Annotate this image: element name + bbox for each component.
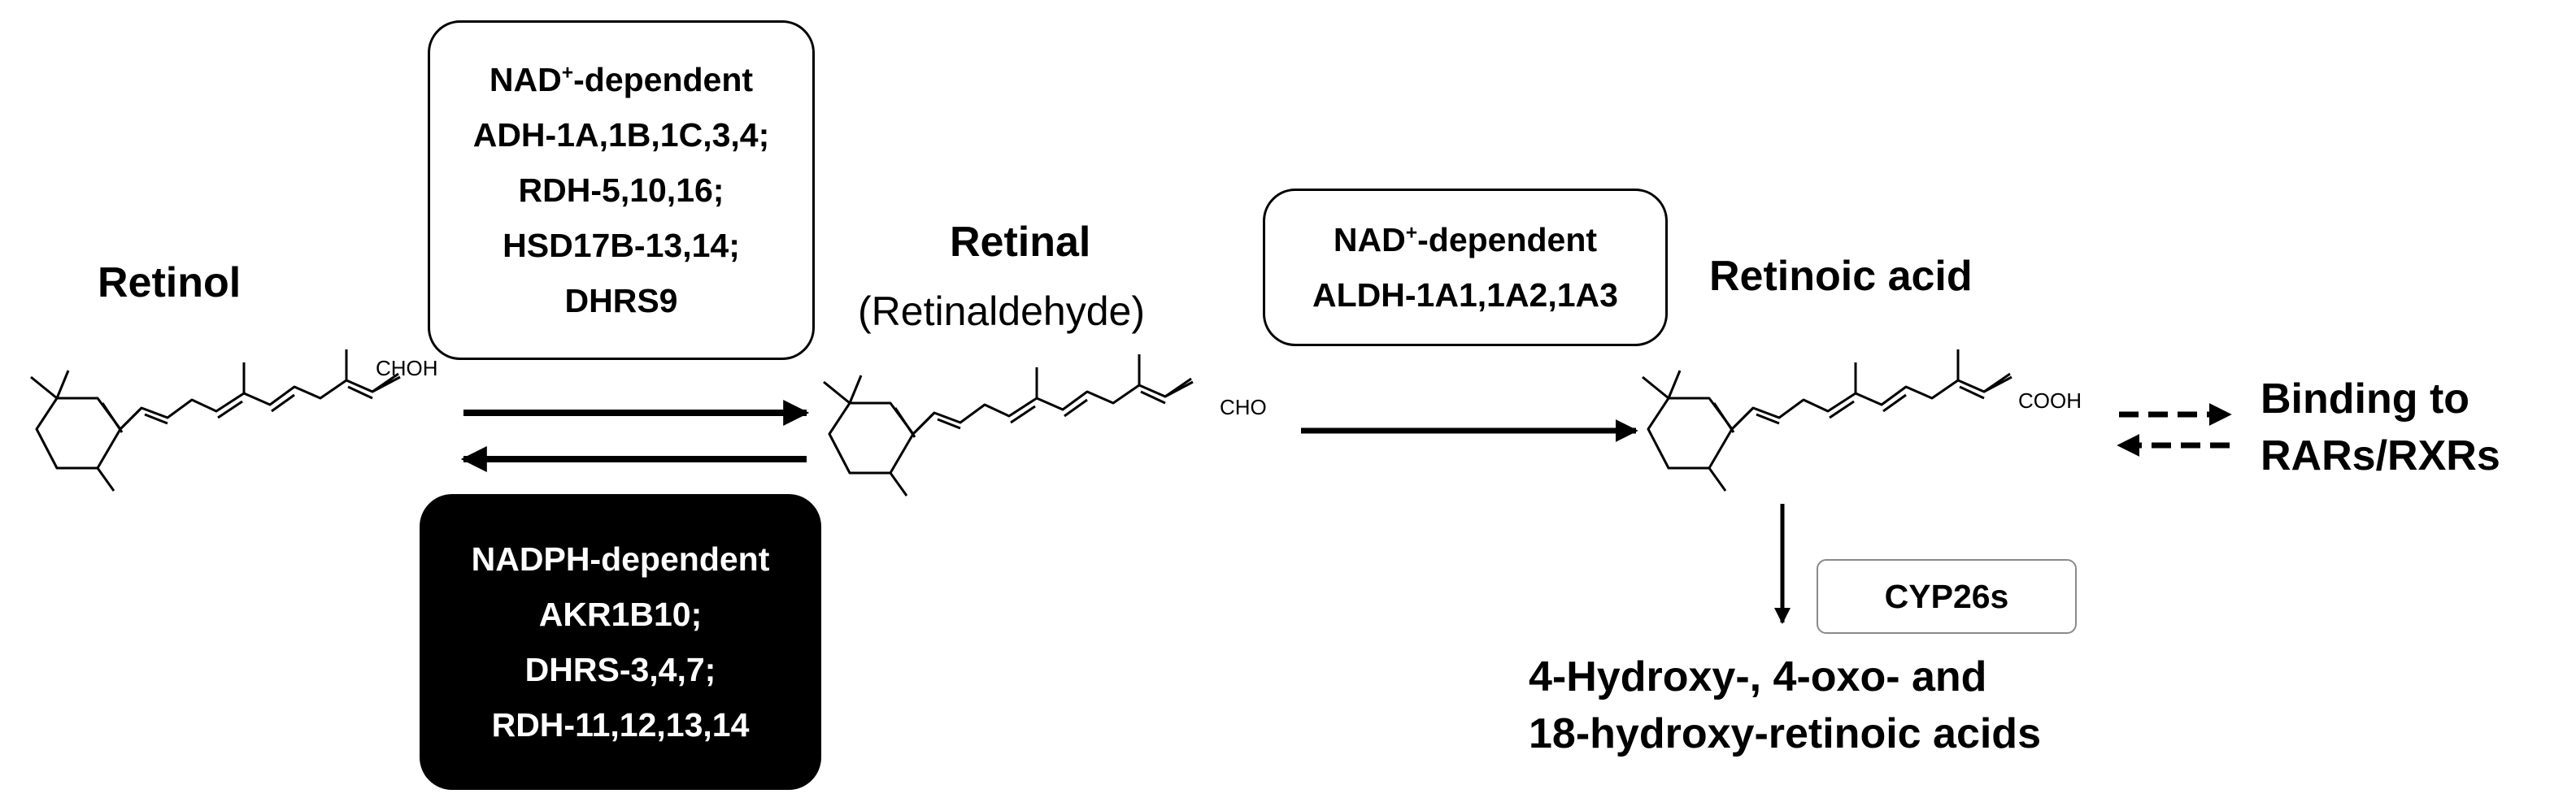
- receptor-binding-line: RARs/RXRs: [2261, 432, 2500, 479]
- metabolites-line: 18-hydroxy-retinoic acids: [1529, 710, 2041, 757]
- receptor-binding-line: Binding to: [2261, 375, 2470, 423]
- retinal-subtitle: (Retinaldehyde): [858, 288, 1145, 334]
- retinol-oxidation-cofactor: NAD+-dependent: [489, 61, 754, 98]
- enzyme-line: HSD17B-13,14;: [503, 227, 740, 264]
- retinal-group-label: CHO: [1220, 395, 1267, 419]
- reduction-cofactor: NADPH-dependent: [471, 540, 770, 578]
- enzyme-line: DHRS-3,4,7;: [524, 651, 716, 688]
- retinal-oxidation-cofactor: NAD+-dependent: [1333, 221, 1598, 258]
- retinol-structure: CHOH: [30, 349, 438, 492]
- enzyme-line: ADH-1A,1B,1C,3,4;: [472, 116, 770, 154]
- receptor-binding-label: Binding to RARs/RXRs: [2261, 371, 2500, 484]
- metabolites-line: 4-Hydroxy-, 4-oxo- and: [1529, 653, 1987, 700]
- retinal-structure: CHO: [823, 354, 1267, 497]
- enzyme-line: AKR1B10;: [538, 596, 703, 633]
- retinal-reduction-enzymes-box: NADPH-dependent AKR1B10; DHRS-3,4,7; RDH…: [420, 494, 821, 790]
- cyp26-label: CYP26s: [1884, 578, 2009, 615]
- enzyme-line: DHRS9: [564, 282, 678, 319]
- retinal-oxidation-enzymes-box: NAD+-dependent ALDH-1A1,1A2,1A3: [1263, 189, 1668, 346]
- retinol-title: Retinol: [98, 259, 242, 306]
- retinoic-acid-title: Retinoic acid: [1709, 253, 1973, 300]
- retinol-group-label: CHOH: [376, 356, 438, 380]
- retinal-title: Retinal: [950, 219, 1091, 266]
- retinoic-acid-group-label: COOH: [2018, 388, 2082, 413]
- enzyme-line: RDH-5,10,16;: [518, 171, 724, 209]
- cyp26-box: CYP26s: [1817, 559, 2077, 634]
- metabolites-label: 4-Hydroxy-, 4-oxo- and 18-hydroxy-retino…: [1529, 648, 2041, 762]
- retinoic-acid-structure: COOH: [1642, 349, 2082, 492]
- retinol-oxidation-enzymes-box: NAD+-dependent ADH-1A,1B,1C,3,4; RDH-5,1…: [428, 20, 815, 360]
- enzyme-line: ALDH-1A1,1A2,1A3: [1312, 276, 1618, 314]
- enzyme-line: RDH-11,12,13,14: [491, 706, 750, 744]
